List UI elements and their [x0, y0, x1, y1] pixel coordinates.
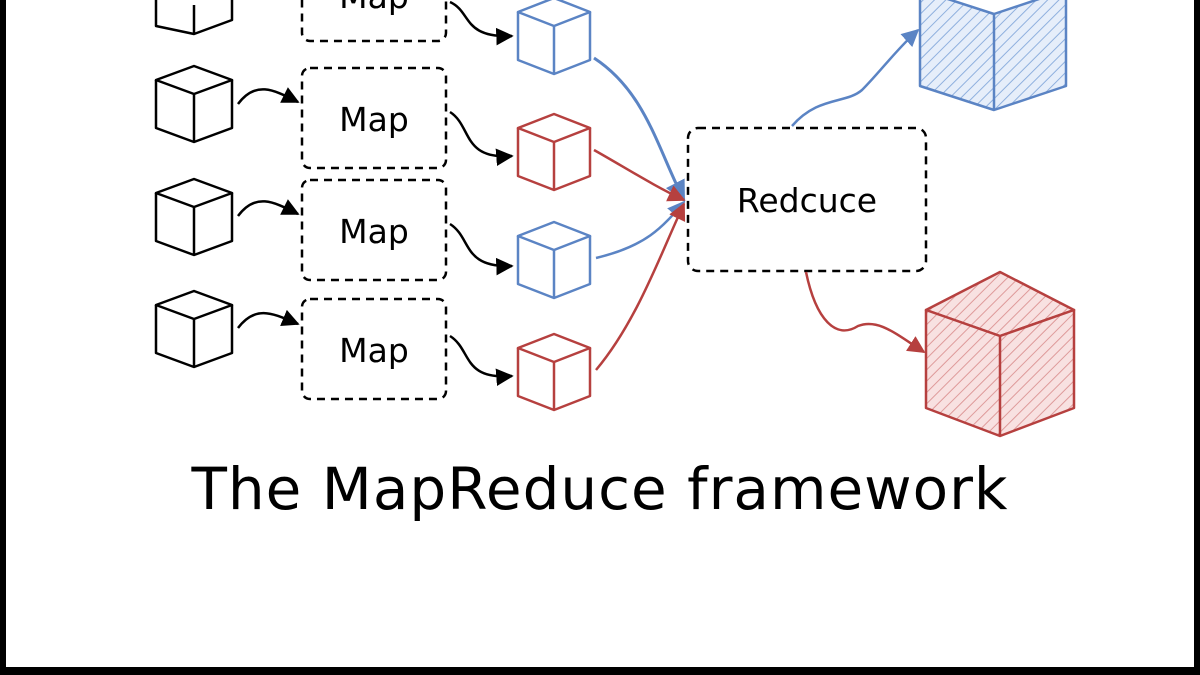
blue-output-cube [920, 0, 1066, 110]
intermediate-cube-0 [518, 0, 590, 74]
arrow-cube0-to-reduce [594, 58, 684, 200]
arrow-input-to-map-1 [238, 89, 298, 104]
input-cube-1 [156, 66, 232, 142]
reduce-label: Redcuce [737, 181, 877, 220]
arrow-reduce-to-blue-output [792, 30, 918, 126]
arrow-map-to-cube-2 [450, 224, 512, 266]
arrow-cube1-to-reduce [594, 150, 684, 200]
arrow-cube2-to-reduce [596, 202, 684, 258]
arrow-map-to-cube-1 [450, 112, 512, 156]
diagram-title: The MapReduce framework [6, 455, 1194, 523]
arrow-map-to-cube-3 [450, 336, 512, 376]
arrow-map-to-cube-0 [450, 2, 512, 36]
input-cube-2 [156, 179, 232, 255]
arrow-reduce-to-red-output [806, 272, 924, 352]
intermediate-cube-1 [518, 114, 590, 190]
map-label-2: Map [339, 212, 409, 251]
mapreduce-diagram: Map Map Map Map [6, 0, 1194, 667]
intermediate-cube-3 [518, 334, 590, 410]
map-label-3: Map [339, 331, 409, 370]
map-label-1: Map [339, 100, 409, 139]
arrow-input-to-map-3 [238, 313, 298, 328]
arrow-input-to-map-2 [238, 201, 298, 216]
red-output-cube [926, 272, 1074, 436]
arrow-cube3-to-reduce [596, 204, 684, 370]
map-label-0: Map [339, 0, 409, 16]
input-cube-0 [156, 0, 232, 34]
intermediate-cube-2 [518, 222, 590, 298]
input-cube-3 [156, 291, 232, 367]
